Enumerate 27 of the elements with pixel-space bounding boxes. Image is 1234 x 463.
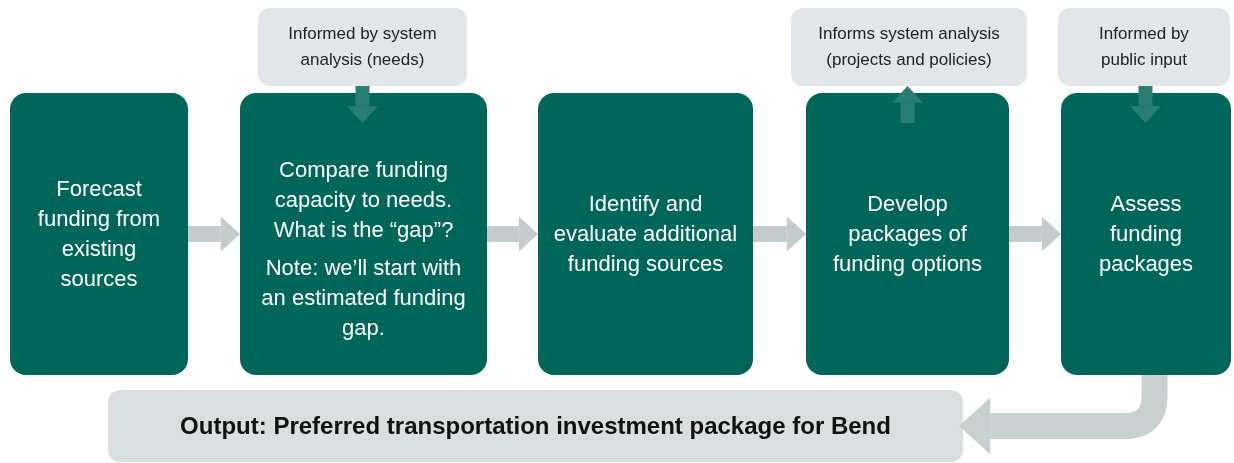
note-box — [791, 8, 1027, 86]
box-text: Assess funding packages — [1097, 190, 1195, 278]
arrow — [1009, 216, 1061, 252]
process-box — [10, 93, 188, 375]
process-box — [806, 93, 1009, 375]
box-text: Develop packages of funding options — [831, 190, 984, 278]
note-box — [258, 8, 467, 86]
note-box — [1058, 8, 1230, 86]
box-text: Informed by system analysis (needs) — [287, 23, 438, 71]
box-text: Informed by public input — [1098, 23, 1190, 71]
process-box — [240, 93, 487, 375]
arrow — [188, 216, 240, 252]
process-box — [538, 93, 753, 375]
note-text: Note: we’ll start with an estimated funding gap. — [260, 254, 467, 342]
box-text: Identify and evaluate additional funding sources — [552, 190, 739, 278]
arrow — [959, 375, 1168, 455]
box-text: Informs system analysis (projects and policies) — [817, 23, 1001, 71]
arrow — [753, 216, 806, 252]
box-text: Output: Preferred transportation investment package for Bend — [180, 412, 891, 440]
arrow — [1130, 86, 1161, 123]
output-box — [108, 390, 963, 462]
box-text: Compare funding capacity to needs. What is the “gap”? — [272, 156, 455, 244]
arrow — [347, 86, 378, 123]
arrow — [487, 216, 538, 252]
arrow — [892, 86, 923, 123]
process-box — [1061, 93, 1231, 375]
box-text: Forecast funding from existing sources — [36, 175, 162, 293]
